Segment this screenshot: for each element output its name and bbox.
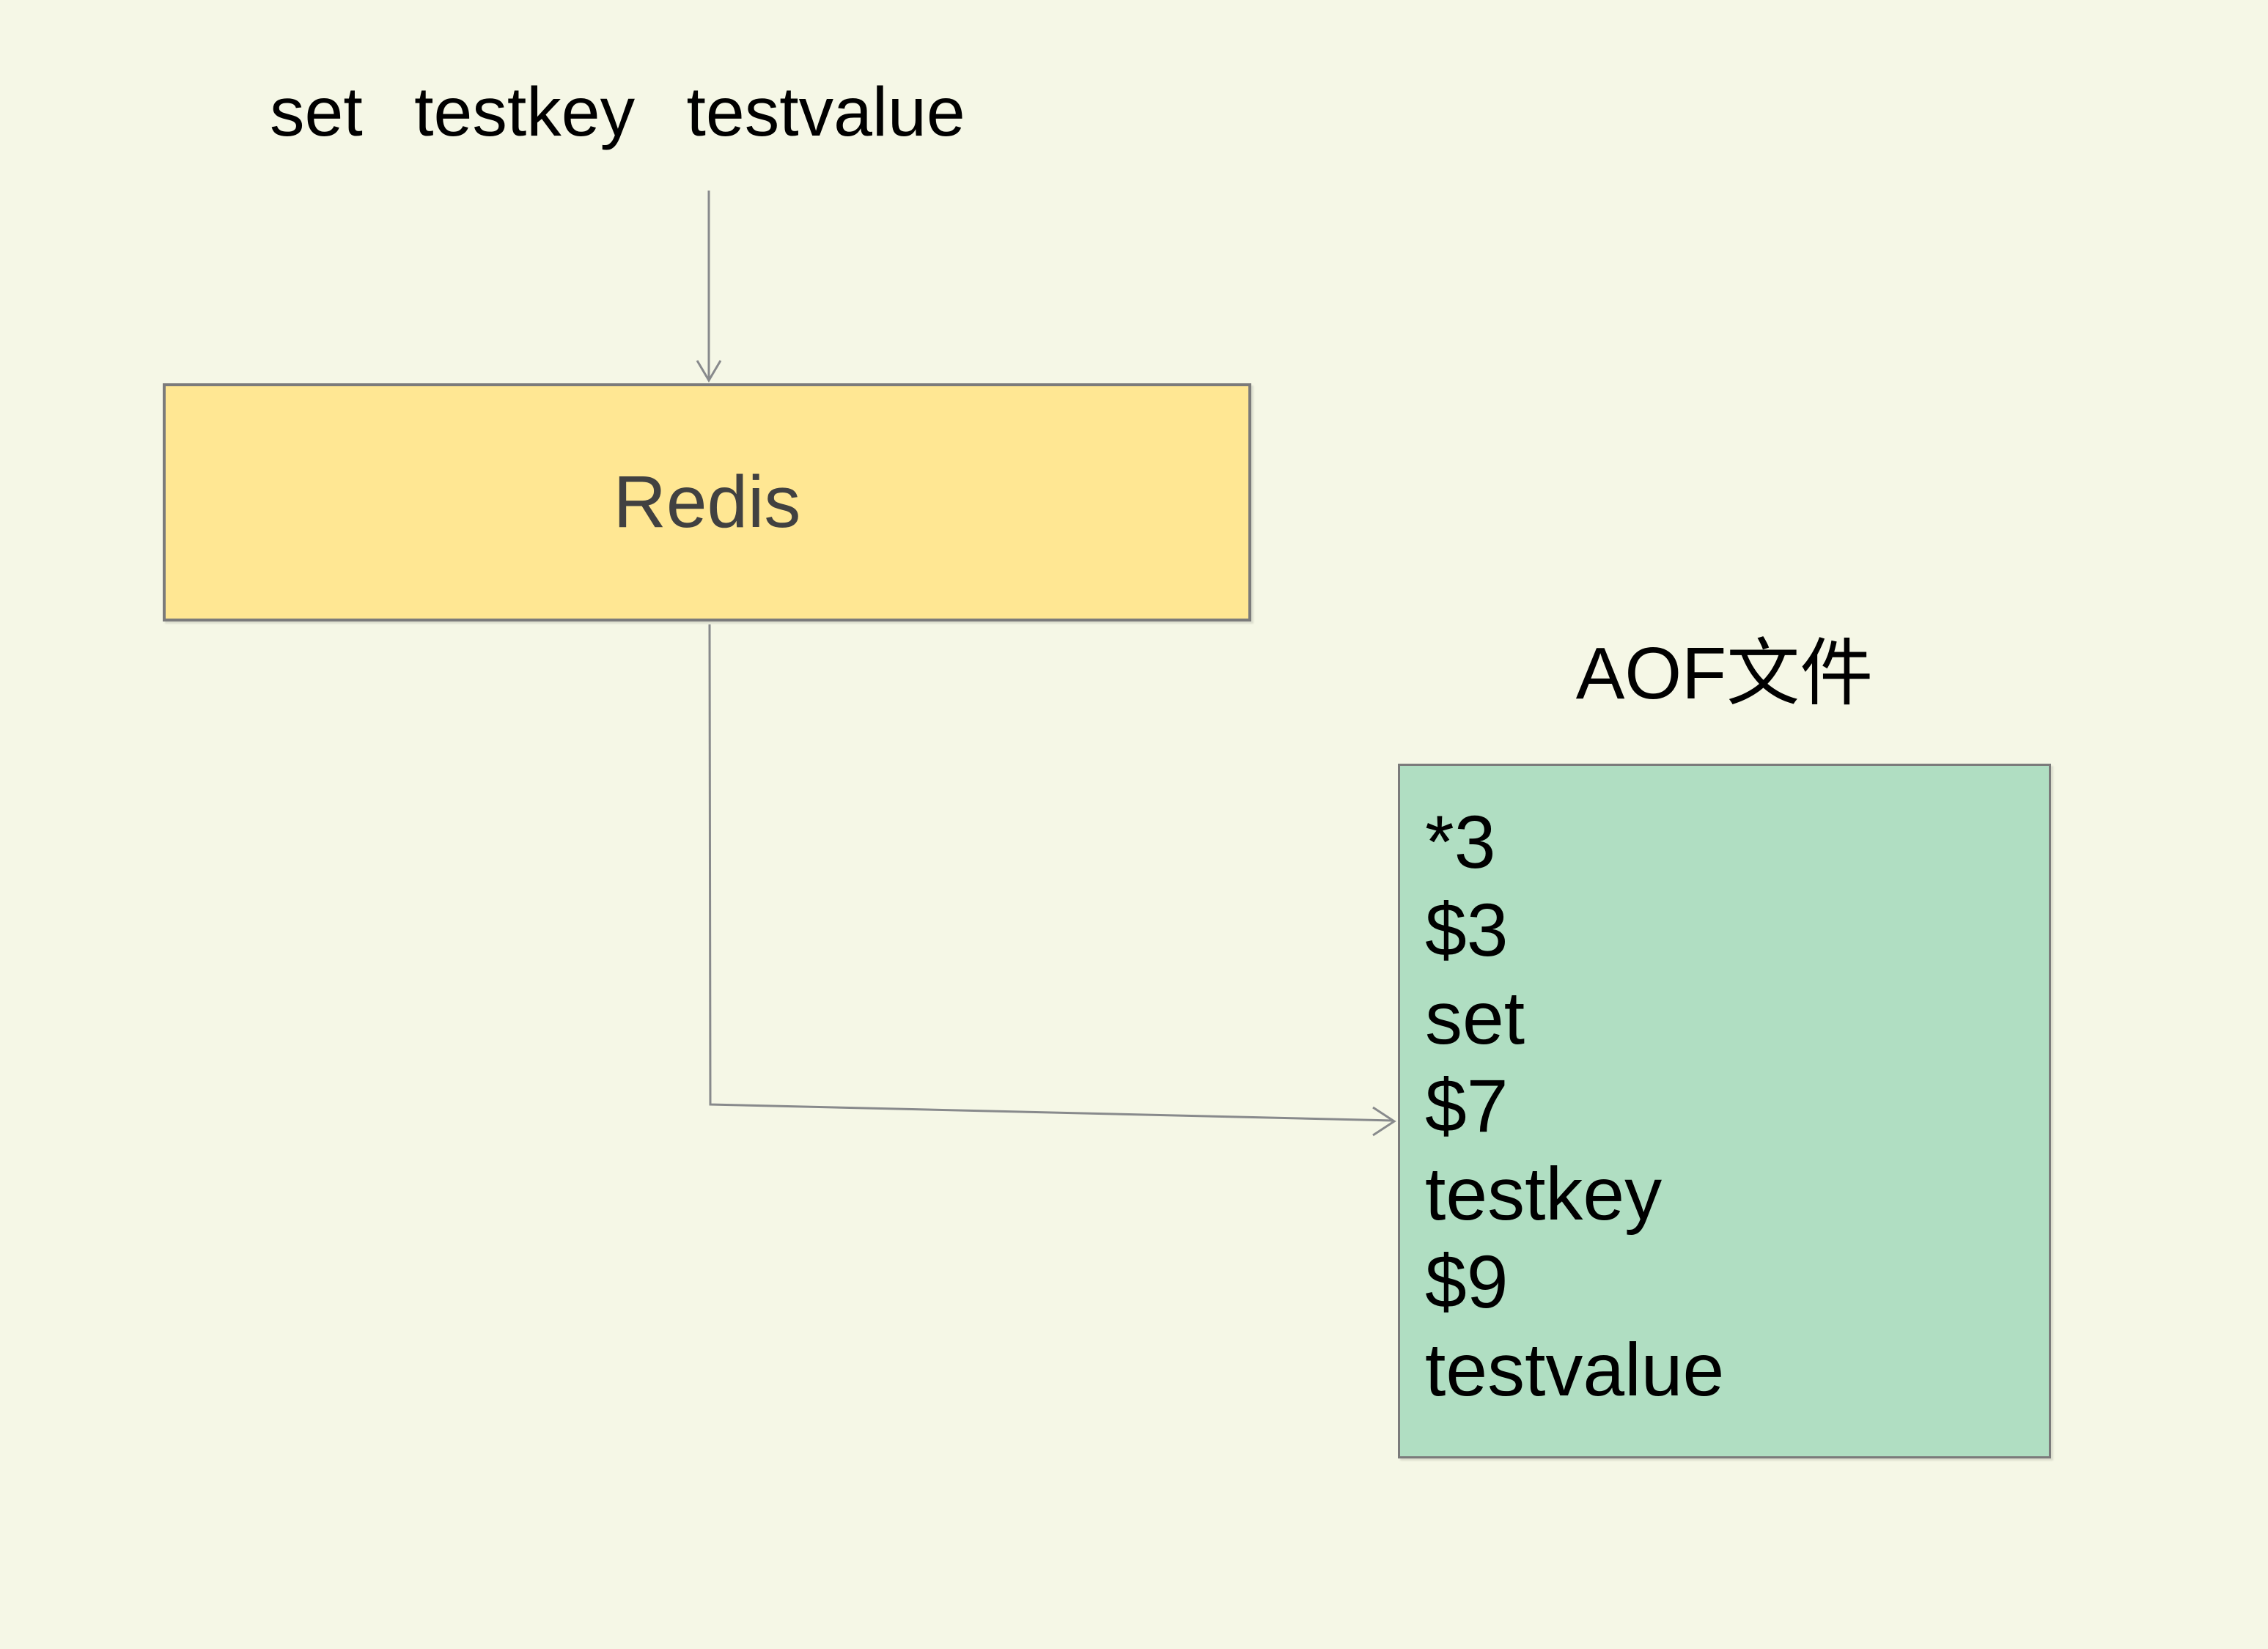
arrow-down-icon (696, 360, 722, 383)
aof-line-5: testkey (1425, 1152, 1663, 1236)
aof-line-6: $9 (1425, 1240, 1509, 1324)
aof-line-1: *3 (1425, 800, 1496, 884)
aof-line-7: testvalue (1425, 1328, 1725, 1412)
redis-to-aof-arrow-line (708, 624, 1394, 1122)
arrow-right-icon (1372, 1106, 1396, 1137)
redis-label: Redis (613, 461, 801, 543)
aof-title: AOF文件 (1575, 632, 1874, 715)
aof-line-2: $3 (1425, 888, 1509, 972)
command-text: set testkey testvalue (270, 73, 965, 151)
aof-line-4: $7 (1425, 1064, 1509, 1148)
redis-box: Redis (163, 383, 1251, 621)
aof-box: *3 $3 set $7 testkey $9 testvalue (1398, 764, 2051, 1458)
aof-line-3: set (1425, 976, 1525, 1060)
